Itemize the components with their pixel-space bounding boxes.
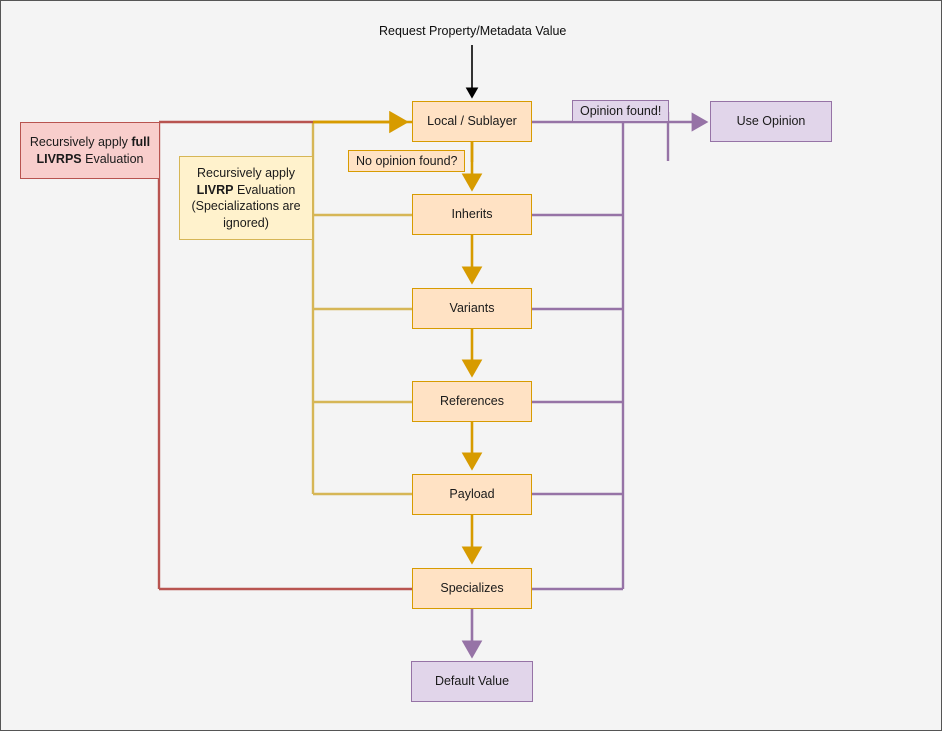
node-inherits[interactable]: Inherits xyxy=(412,194,532,235)
note-livrps-prefix: Recursively apply xyxy=(29,135,132,149)
edge-purple-bus xyxy=(532,112,709,591)
node-default-value-label: Default Value xyxy=(434,674,510,689)
note-livrp-line4: ignored) xyxy=(223,215,269,230)
note-livrp-line2-suffix: Evaluation xyxy=(233,182,296,197)
note-livrp-line3: (Specializations are xyxy=(191,199,301,213)
edge-label-no-opinion-found: No opinion found? xyxy=(348,150,466,172)
node-default-value[interactable]: Default Value xyxy=(411,661,533,702)
node-specializes-label: Specializes xyxy=(440,581,504,596)
note-livrps-evaluation: Recursively apply full LIVRPS Evaluation xyxy=(20,122,160,179)
note-livrps-evaluation-text: Recursively apply full LIVRPS Evaluation xyxy=(27,134,153,167)
note-livrp-evaluation: Recursively apply LIVRP Evaluation (Spec… xyxy=(179,156,313,240)
node-specializes[interactable]: Specializes xyxy=(412,568,532,609)
node-references-label: References xyxy=(440,394,504,409)
note-livrps-bold-full: full xyxy=(131,135,151,149)
node-inherits-label: Inherits xyxy=(451,207,493,222)
note-livrp-line1: Recursively apply xyxy=(197,166,295,180)
note-livrps-bold-livrps: LIVRPS xyxy=(36,151,82,166)
node-use-opinion[interactable]: Use Opinion xyxy=(710,101,832,142)
edge-yellow-livrp-bus xyxy=(311,120,412,496)
entry-label: Request Property/Metadata Value xyxy=(379,24,567,38)
node-payload-label: Payload xyxy=(449,487,495,502)
note-livrp-evaluation-text: Recursively apply LIVRP Evaluation (Spec… xyxy=(191,165,300,231)
edge-label-no-opinion-found-text: No opinion found? xyxy=(356,154,458,168)
note-livrp-bold-livrp: LIVRP xyxy=(196,182,234,197)
note-livrps-suffix: Evaluation xyxy=(81,151,144,166)
node-variants[interactable]: Variants xyxy=(412,288,532,329)
node-references[interactable]: References xyxy=(412,381,532,422)
node-local-sublayer[interactable]: Local / Sublayer xyxy=(412,101,532,142)
edge-label-opinion-found-text: Opinion found! xyxy=(580,104,662,118)
node-variants-label: Variants xyxy=(449,301,495,316)
node-payload[interactable]: Payload xyxy=(412,474,532,515)
edge-label-opinion-found: Opinion found! xyxy=(572,100,670,122)
node-local-sublayer-label: Local / Sublayer xyxy=(427,114,517,129)
node-use-opinion-label: Use Opinion xyxy=(736,114,806,129)
edge-red-livrps-bus xyxy=(157,120,412,591)
